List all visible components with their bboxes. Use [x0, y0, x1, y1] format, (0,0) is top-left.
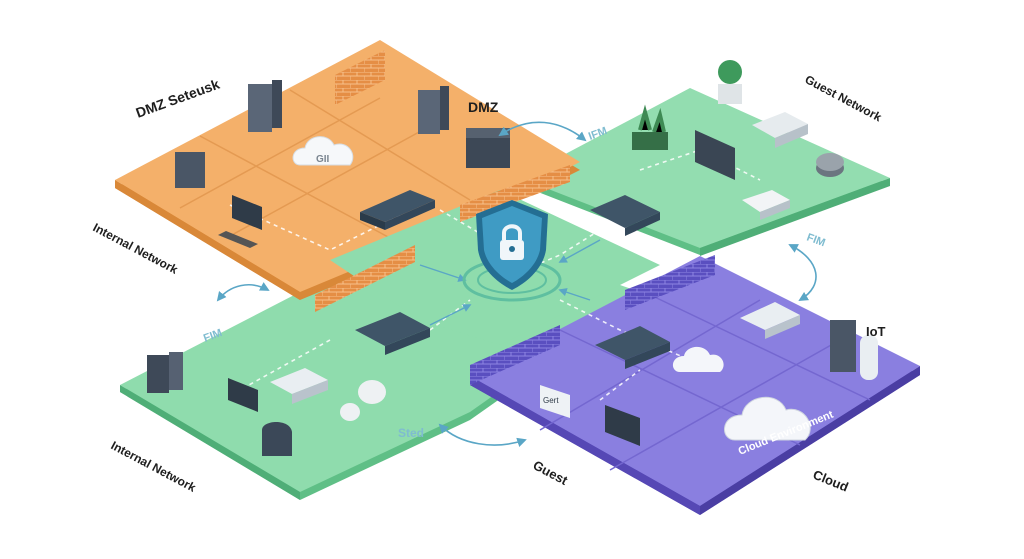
monitor-icon [605, 405, 640, 446]
cloud-icon [672, 346, 724, 372]
monitor-icon [228, 378, 258, 412]
chair-icon [262, 422, 292, 456]
camera-icon [340, 380, 386, 421]
label-internal-network-bottom: Internal Network [109, 438, 199, 495]
label-guest: Guest [531, 457, 571, 488]
traffic-arrows [419, 239, 601, 326]
kiosk-icon [540, 385, 570, 418]
cloud-zone [470, 256, 920, 515]
iot-device-icon [816, 153, 844, 177]
server-rack-icon [248, 80, 282, 132]
cloud-badge-text: GII [316, 154, 330, 165]
network-switch-icon [590, 195, 660, 236]
server-rack-icon [175, 152, 205, 188]
flow-arrows [216, 121, 817, 447]
label-iot: IoT [866, 324, 886, 339]
flow-label-bottom: Sted [398, 426, 424, 440]
plant-icon [718, 60, 742, 104]
device-box-icon [742, 190, 790, 220]
wifi-router-icon [270, 368, 328, 404]
iot-device-icon [860, 335, 878, 380]
server-rack-icon [147, 352, 183, 393]
label-internal-network-top: Internal Network [91, 220, 181, 277]
server-rack-icon [466, 128, 510, 168]
firewall-wall-cloud [470, 255, 715, 385]
network-switch-icon [355, 312, 430, 355]
monitor-icon [695, 130, 735, 180]
firewall-wall-dmz [315, 50, 570, 312]
label-cloud: Cloud [811, 467, 851, 495]
flow-label-right: FIM [805, 232, 827, 250]
server-rack-icon [830, 320, 856, 372]
label-dmz: DMZ [468, 99, 499, 115]
network-switch-icon [360, 190, 435, 230]
device-box-icon [752, 112, 808, 148]
cloud-icon [724, 396, 811, 441]
shield-lock-icon [462, 200, 562, 302]
monitor-icon [218, 195, 262, 248]
cloud-icon [292, 136, 354, 166]
label-dmz-setup: DMZ Seteusk [134, 76, 222, 121]
server-rack-icon [418, 86, 449, 134]
plant-icon [632, 104, 668, 150]
network-switch-icon [595, 326, 670, 369]
wifi-router-icon [740, 302, 800, 339]
label-guest-network: Guest Network [803, 72, 885, 124]
kiosk-text: Gert [543, 396, 559, 405]
